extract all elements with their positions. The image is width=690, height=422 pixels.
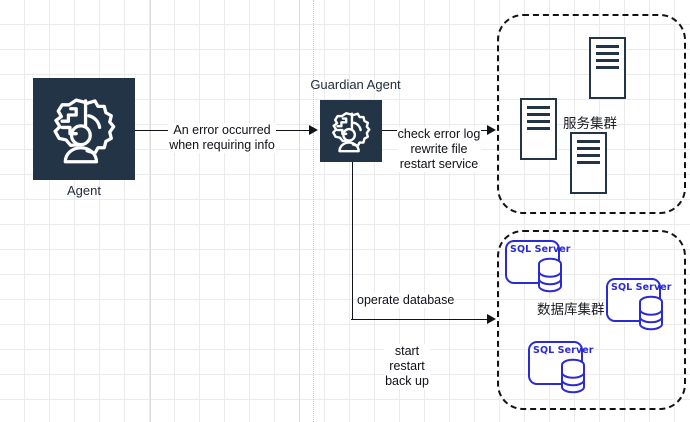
diagram-title: Guardian Agent architecture diagram xyxy=(0,0,1,1)
sql-server-label: SQL Server xyxy=(611,282,672,293)
sql-server-label: SQL Server xyxy=(510,244,571,255)
cluster-database-group[interactable] xyxy=(497,230,686,410)
edge-label-operate-database-text: operate database xyxy=(356,293,456,308)
node-guardian-agent[interactable] xyxy=(320,100,382,162)
server-vent-bar xyxy=(576,154,601,157)
page-break-marker xyxy=(313,0,314,422)
cluster-database-group-label: 数据库集群 xyxy=(537,302,605,318)
database-cylinder-icon xyxy=(537,257,563,293)
cluster-server-group[interactable] xyxy=(497,14,686,214)
server-vent-bar xyxy=(576,140,601,143)
server-icon[interactable] xyxy=(589,37,626,99)
server-vent-bar xyxy=(526,120,551,123)
arrowhead-guardian-to-databases xyxy=(487,314,496,324)
sql-server-label: SQL Server xyxy=(533,345,594,356)
server-vent-bar xyxy=(526,127,551,130)
edge-sublabel-database-actions: start restart back up xyxy=(359,329,455,389)
edge-label-operate-database: operate database xyxy=(356,278,468,308)
node-guardian-agent-label: Guardian Agent xyxy=(310,77,401,92)
edge-label-guardian-to-servers-text: check error log rewrite file restart ser… xyxy=(396,127,482,172)
node-agent-label: Agent xyxy=(67,183,101,198)
edge-label-agent-to-guardian: An error occurred when requiring info xyxy=(148,108,296,153)
cluster-server-group-label: 服务集群 xyxy=(563,116,617,132)
server-vent-bar xyxy=(595,52,620,55)
sql-server-icon[interactable]: SQL Server xyxy=(606,278,671,331)
page-guide-line xyxy=(150,0,151,422)
database-cylinder-icon xyxy=(560,358,586,394)
arrowhead-agent-to-guardian xyxy=(309,125,318,135)
server-vent-bar xyxy=(595,66,620,69)
node-agent[interactable] xyxy=(33,78,135,180)
edge-sublabel-database-actions-text: start restart back up xyxy=(384,344,430,389)
edge-label-guardian-to-servers: check error log rewrite file restart ser… xyxy=(387,112,491,172)
server-vent-bar xyxy=(576,161,601,164)
server-icon[interactable] xyxy=(520,98,557,160)
server-vent-bar xyxy=(526,106,551,109)
database-cylinder-icon xyxy=(638,295,664,331)
server-vent-bar xyxy=(576,147,601,150)
server-icon[interactable] xyxy=(570,132,607,194)
sql-server-icon[interactable]: SQL Server xyxy=(505,240,570,293)
connector-guardian-to-databases-horizontal xyxy=(351,319,492,320)
connector-guardian-to-databases-vertical xyxy=(352,162,353,320)
server-vent-bar xyxy=(526,113,551,116)
brain-gear-person-icon xyxy=(332,112,371,153)
sql-server-icon[interactable]: SQL Server xyxy=(528,341,593,394)
server-vent-bar xyxy=(595,45,620,48)
arrowhead-guardian-to-servers xyxy=(487,125,496,135)
brain-gear-person-icon xyxy=(53,98,116,164)
edge-label-agent-to-guardian-text: An error occurred when requiring info xyxy=(168,123,276,153)
page-guide-line xyxy=(299,0,300,422)
server-vent-bar xyxy=(595,59,620,62)
